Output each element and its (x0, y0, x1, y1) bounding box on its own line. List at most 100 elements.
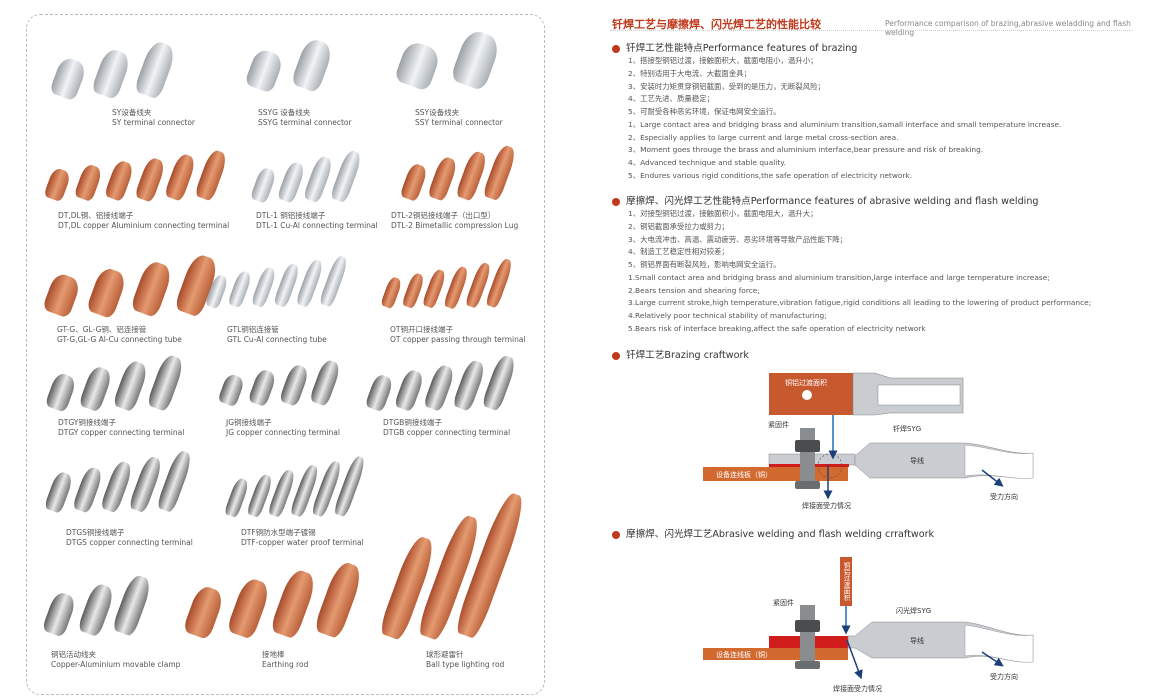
product-piece (308, 358, 343, 407)
list-item: 5、Endures various rigid conditions,the s… (628, 170, 913, 180)
section-heading: 摩擦焊、闪光焊工艺Abrasive welding and flash weld… (626, 529, 935, 540)
product-piece (129, 258, 175, 319)
section-welding-features: 摩擦焊、闪光焊工艺性能特点Performance features of abr… (612, 195, 1152, 336)
label-plate: 设备连线板（铜） (716, 470, 772, 479)
list-item: 3、大电流冲击、高温、震动疲劳、恶劣环境等导致产品性能下降； (628, 234, 848, 244)
caption-en: Copper-Aluminium movable clamp (51, 660, 181, 669)
product-piece (133, 39, 178, 100)
caption-cn: 铜铝活动线夹 (51, 650, 96, 659)
product-piece (44, 370, 78, 413)
flash-welding-diagram: 铜铝过渡面积 紧固件 闪光焊SYG 导线 设备连线板（铜） 焊接面受力情况 受力… (703, 557, 1034, 693)
list-item: 4、Advanced technique and stable quality. (628, 158, 786, 167)
nut (795, 620, 820, 632)
section-heading: 钎焊工艺性能特点Performance features of brazing (626, 43, 858, 54)
caption-en: DTL-2 Bimetallic compression Lug (391, 221, 519, 230)
label-weld: 钎焊SYG (893, 424, 921, 433)
product-piece (217, 372, 246, 408)
list-item: 2.Bears tension and shearing force; (628, 285, 760, 295)
list-item: 3.Large current stroke,high temperature,… (628, 298, 1092, 308)
list-item: 1、对接型铜铝过渡，接触面积小，截面电阻大，温升大； (628, 209, 818, 218)
feature-list: 1、对接型铜铝过渡，接触面积小，截面电阻大，温升大； 2、铜铝截面承受拉力或剪力；… (628, 208, 1152, 336)
product-piece (302, 154, 335, 204)
product-piece (49, 55, 88, 101)
caption-cn: DT,DL铜、铝接线端子 (58, 211, 134, 220)
product-piece (78, 364, 114, 413)
product-piece (227, 269, 254, 309)
product-piece (452, 358, 487, 412)
product-piece (71, 465, 105, 514)
label-wire: 导线 (910, 636, 924, 645)
brazing-diagram: 铜铝过渡面积 紧固件 钎焊SYG 导线 设备连线板（铜） 焊接面受力情况 受力方… (703, 372, 1034, 510)
product-piece (155, 448, 195, 514)
caption-cn: DTL-2铜铝接线端子（出口型） (391, 211, 496, 220)
product-piece (422, 363, 456, 412)
product-piece (276, 159, 306, 204)
product-caption: DTL-2铜铝接线端子（出口型）DTL-2 Bimetallic compres… (391, 211, 518, 231)
product-image (249, 148, 365, 204)
label-plate: 设备连线板（铜） (716, 650, 772, 659)
product-image (217, 358, 347, 408)
product-piece (250, 265, 278, 309)
label-stress: 焊接面受力情况 (802, 501, 851, 510)
product-image (182, 559, 370, 641)
product-piece (91, 47, 133, 101)
list-item: 2、铜铝截面承受拉力或剪力； (628, 221, 729, 231)
nut (795, 440, 820, 452)
product-piece (163, 151, 198, 202)
caption-cn: SY设备线夹 (112, 108, 152, 117)
product-image (43, 148, 233, 203)
product-piece (393, 39, 442, 92)
wire (964, 444, 1034, 479)
list-item: 5.Bears risk of interface breaking,affec… (628, 323, 926, 333)
product-image (393, 27, 515, 92)
product-piece (329, 148, 363, 204)
product-image (44, 352, 190, 413)
product-image (364, 353, 520, 413)
caption-en: SSY terminal connector (415, 118, 503, 127)
label-fastener: 紧固件 (773, 598, 794, 607)
caption-en: DTGS copper connecting terminal (66, 538, 193, 547)
product-image (377, 490, 530, 642)
product-piece (194, 148, 230, 202)
product-image (244, 36, 345, 94)
hole (802, 390, 812, 400)
list-item: 3、安装时力矩贯穿铜铝截面，受到的是压力，无断裂风险； (628, 81, 825, 91)
product-piece (244, 47, 286, 94)
product-piece (426, 155, 459, 202)
list-item: 3、Moment goes througe the brass and alum… (628, 145, 984, 155)
product-piece (454, 149, 489, 202)
product-piece (401, 271, 426, 310)
bullet-icon (612, 530, 620, 539)
caption-en: JG copper connecting terminal (226, 428, 340, 437)
bullet-icon (612, 44, 620, 53)
caption-cn: DTL-1 铜铝接线端子 (256, 211, 326, 220)
product-piece (43, 166, 72, 203)
feature-list: 1、搭接型铜铝过渡，接触面积大，截面电阻小，温升小；2、特别适用于大电流、大截面… (628, 55, 1152, 183)
label-transition: 铜铝过渡面积 (842, 561, 850, 603)
bullet-icon (612, 197, 620, 206)
list-item: 5、铜铝界面有断裂风险，影响电网安全运行。 (628, 260, 781, 269)
product-piece (99, 459, 135, 514)
caption-cn: DTGY铜接线端子 (58, 418, 116, 427)
product-piece (289, 36, 335, 94)
caption-en: DTGB copper connecting terminal (383, 428, 511, 437)
transition-strip (840, 557, 852, 606)
list-item: 2、Especially applies to large current an… (628, 132, 899, 142)
product-image (380, 257, 515, 310)
product-piece (42, 271, 82, 319)
product-piece (225, 575, 272, 641)
caption-cn: SSY设备线夹 (415, 108, 460, 117)
label-force: 受力方向 (990, 672, 1018, 681)
page-subtitle: Performance comparison of brazing,abrasi… (885, 19, 1131, 37)
caption-en: DTGY copper connecting terminal (58, 428, 185, 437)
product-piece (269, 567, 319, 640)
section-heading: 钎焊工艺Brazing craftwork (626, 350, 749, 361)
label-stress: 焊接面受力情况 (833, 684, 882, 693)
caption-en: DTL-1 Cu-Al connecting terminal (256, 221, 378, 230)
product-piece (481, 353, 518, 412)
